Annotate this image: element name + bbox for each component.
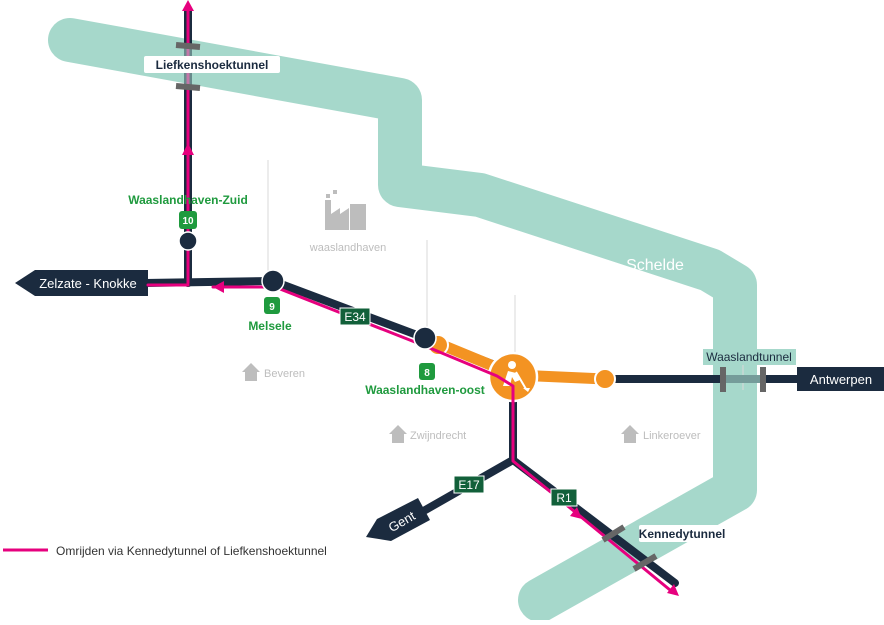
exit-number: 8 bbox=[424, 368, 430, 379]
legend-label: Omrijden via Kennedytunnel of Liefkensho… bbox=[56, 544, 327, 558]
tunnel-liefkenshoek: Liefkenshoektunnel bbox=[144, 42, 280, 91]
place-beveren-label: Beveren bbox=[264, 368, 305, 380]
river-label: Schelde bbox=[626, 257, 684, 274]
exit-number: 10 bbox=[182, 216, 194, 227]
place-industry: waaslandhaven bbox=[309, 190, 386, 254]
place-industry-label: waaslandhaven bbox=[309, 242, 386, 254]
interchange-melsele bbox=[261, 269, 285, 293]
tunnel-waasland-label: Waaslandtunnel bbox=[706, 350, 792, 364]
house-icon bbox=[389, 425, 407, 443]
detour-arrowheads bbox=[182, 0, 679, 596]
exit-number: 9 bbox=[269, 302, 275, 313]
interchange-waaslandhaven-zuid bbox=[178, 231, 198, 251]
destination-south: Gent bbox=[366, 498, 430, 541]
place-zwijndrecht: Zwijndrecht bbox=[389, 425, 466, 443]
exit-name: Waaslandhaven-Zuid bbox=[128, 193, 248, 207]
exit-waaslandhaven-oost: 8 Waaslandhaven-oost bbox=[365, 363, 485, 397]
tunnel-liefkenshoek-label: Liefkenshoektunnel bbox=[156, 58, 269, 72]
exit-name: Waaslandhaven-oost bbox=[365, 383, 485, 397]
place-zwijndrecht-label: Zwijndrecht bbox=[410, 430, 466, 442]
destination-west: Zelzate - Knokke bbox=[15, 270, 148, 296]
shield-e34: E34 bbox=[339, 307, 371, 326]
shield-e34-label: E34 bbox=[344, 310, 366, 324]
interchanges bbox=[178, 231, 437, 350]
house-icon bbox=[621, 425, 639, 443]
tunnel-waasland: Waaslandtunnel bbox=[703, 349, 796, 392]
factory-icon bbox=[325, 190, 366, 230]
destination-east-label: Antwerpen bbox=[810, 372, 872, 387]
legend: Omrijden via Kennedytunnel of Liefkensho… bbox=[3, 544, 327, 558]
shield-e17-label: E17 bbox=[458, 478, 480, 492]
shield-e17: E17 bbox=[453, 475, 485, 494]
place-linkeroever-label: Linkeroever bbox=[643, 430, 701, 442]
tunnel-kennedy-label: Kennedytunnel bbox=[639, 527, 726, 541]
destination-east: Antwerpen bbox=[797, 367, 884, 391]
house-icon bbox=[242, 363, 260, 381]
shield-r1: R1 bbox=[550, 488, 578, 507]
tunnel-kennedy: Kennedytunnel bbox=[601, 524, 726, 572]
place-linkeroever: Linkeroever bbox=[621, 425, 701, 443]
place-beveren: Beveren bbox=[242, 363, 305, 381]
exit-waaslandhaven-zuid: 10 Waaslandhaven-Zuid bbox=[128, 193, 248, 229]
river-scheldt bbox=[48, 18, 757, 622]
shield-r1-label: R1 bbox=[556, 491, 572, 505]
exit-melsele: 9 Melsele bbox=[248, 297, 292, 333]
destination-west-label: Zelzate - Knokke bbox=[39, 276, 137, 291]
interchange-waaslandhaven-oost bbox=[413, 326, 437, 350]
exit-name: Melsele bbox=[248, 319, 292, 333]
